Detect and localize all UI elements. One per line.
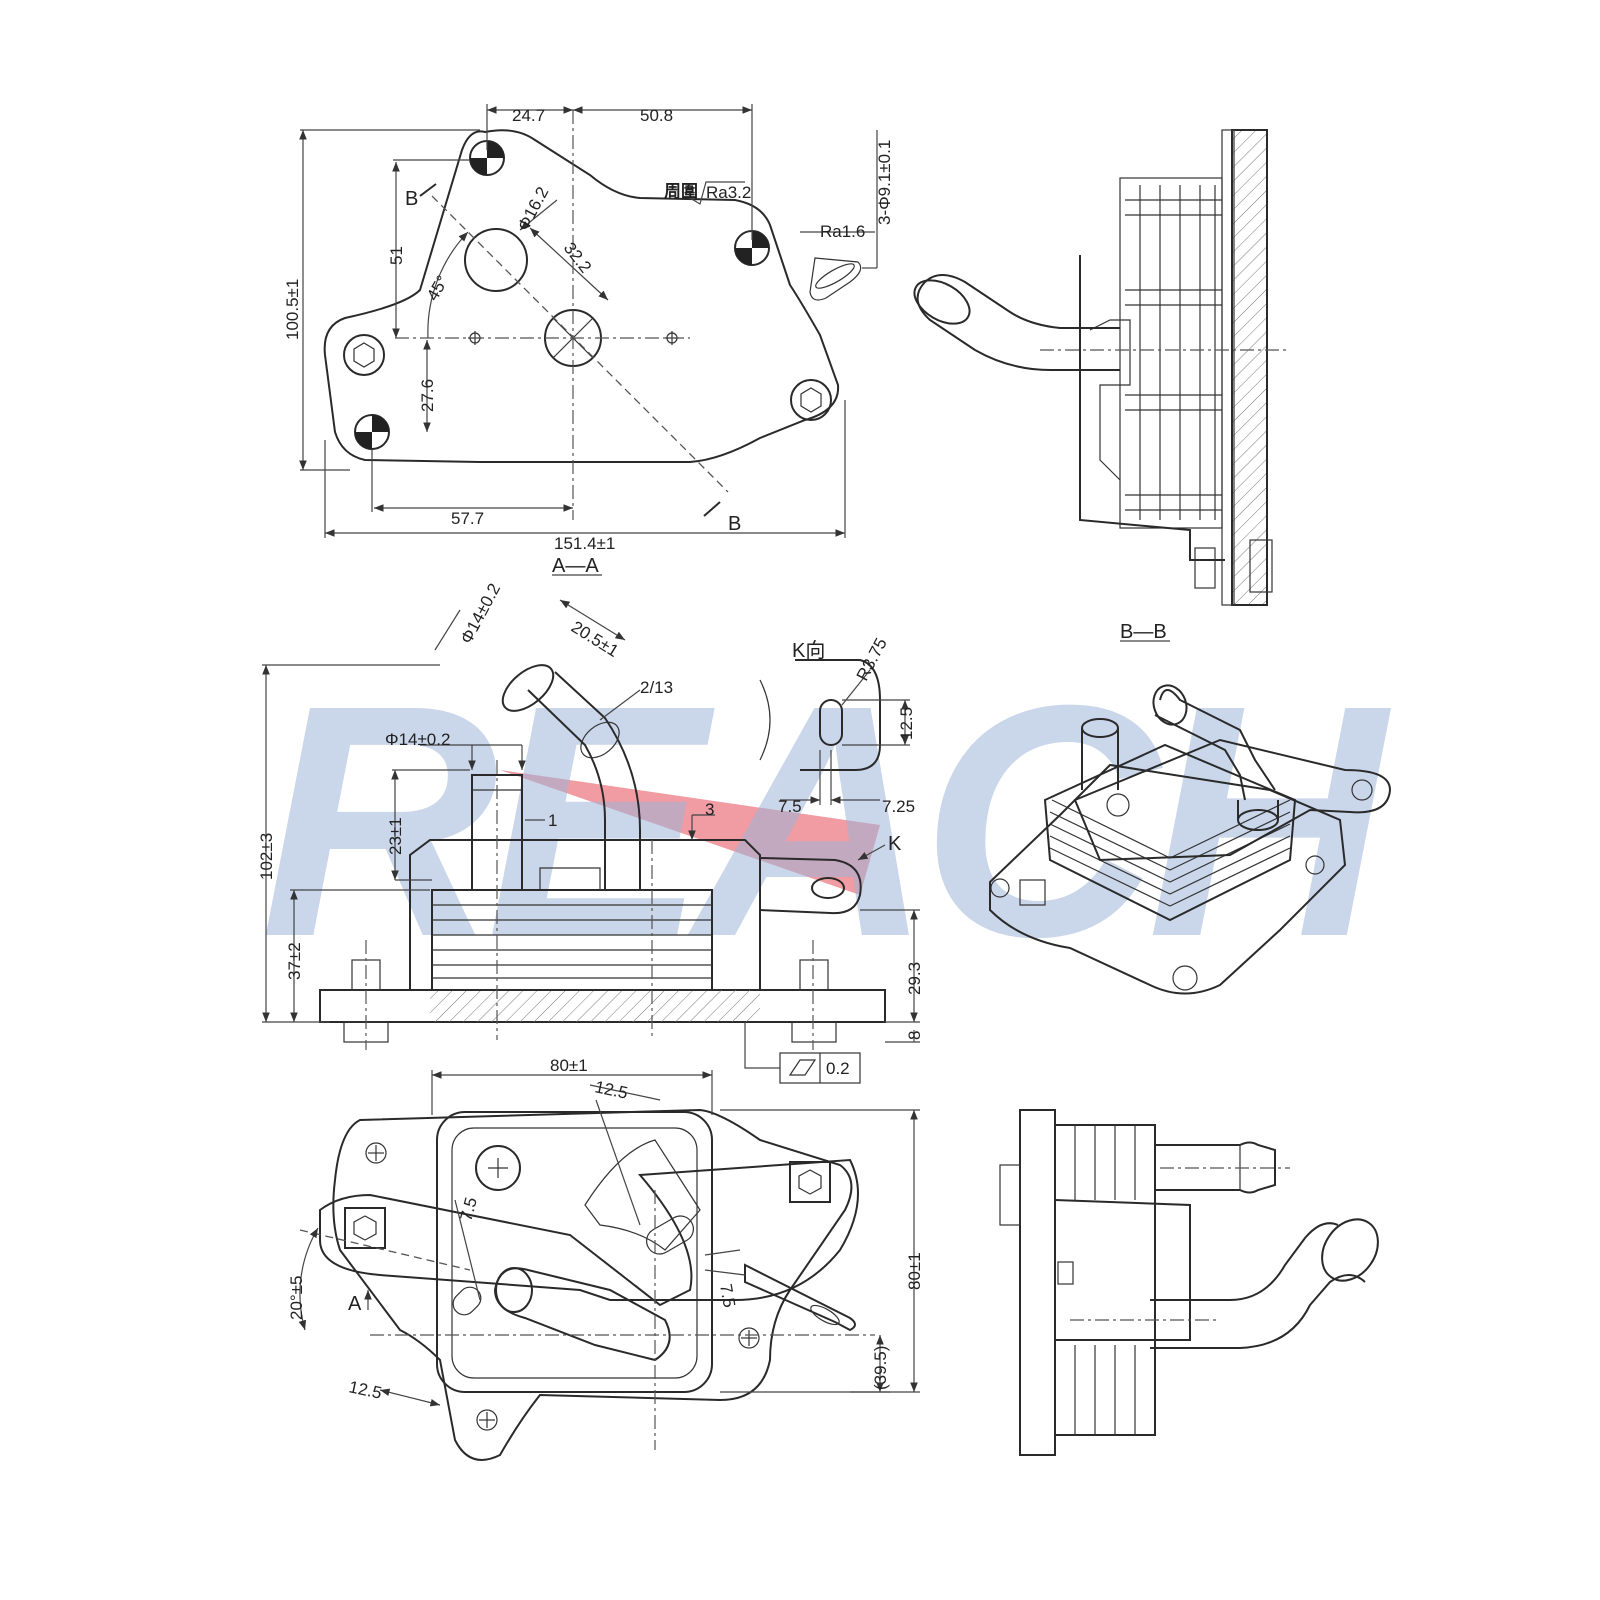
dim-27-6: 27.6 (418, 379, 437, 412)
side2-stack (1054, 1124, 1156, 1436)
bottom-core-outline (436, 1111, 713, 1393)
dim-32-2: 32.2 (560, 239, 595, 277)
side2-bent-tube (1150, 1222, 1366, 1349)
dim-57-7: 57.7 (451, 509, 484, 528)
side2-straight-port (1155, 1141, 1276, 1194)
front-bracket (409, 839, 761, 990)
surface-note-prefix: 周圍 (664, 182, 698, 201)
front-bracket-tab (759, 857, 862, 915)
dim-102: 102±3 (257, 833, 276, 880)
port-circle-upper (464, 228, 528, 292)
dim-51: 51 (387, 246, 406, 265)
flatness-icon (788, 1059, 817, 1076)
side-view-top-right (913, 129, 1290, 606)
dim-45-deg: 45° (423, 272, 452, 304)
surface-ra-3-2: Ra3.2 (706, 183, 751, 202)
dim-7-5-k: 7.5 (778, 797, 802, 816)
bottom-bracket-arm (319, 1158, 859, 1307)
top-view: 24.7 50.8 100.5±1 51 45° Φ16.2 32.2 27.6… (283, 104, 894, 553)
dim-12-5-top: 12.5 (593, 1077, 629, 1102)
dim-7-5-b: 7.5 (716, 1282, 739, 1309)
front-core-fins (432, 904, 712, 979)
hole-quadrant-marker (487, 141, 504, 158)
bolt-right (790, 379, 832, 421)
watermark: REACH (260, 636, 1407, 1005)
front-bolt-right (799, 959, 829, 991)
bottom-plate-outline (332, 1108, 853, 1461)
dim-12-5-k: 12.5 (897, 707, 916, 740)
top-view-tab (809, 257, 862, 301)
iso-base-plate (989, 763, 1347, 995)
iso-bracket (1073, 738, 1392, 862)
side-view-tube (916, 274, 1120, 371)
surface-ra-1-6: Ra1.6 (820, 222, 865, 241)
section-b-bottom: B (728, 513, 741, 535)
dim-80-height: 80±1 (905, 1252, 924, 1290)
k-view-label: K向 (792, 639, 825, 662)
front-cooler-core (431, 889, 713, 991)
dim-29-3: 29.3 (905, 962, 924, 995)
dim-23: 23±1 (386, 817, 405, 855)
dim-20-deg: 20°±5 (287, 1276, 306, 1321)
top-view-plate-outline (323, 129, 840, 463)
side-view-fins (1125, 185, 1222, 520)
top-view-tab-slot (815, 263, 855, 289)
k-marker: K (888, 833, 902, 855)
side-view-bottom-right (999, 1109, 1379, 1456)
section-label-a-a: A—A (552, 555, 599, 577)
iso-bent-pipe (1154, 689, 1276, 801)
side2-bracket (1054, 1199, 1191, 1341)
dim-phi-14-mid: Φ14±0.2 (385, 730, 450, 749)
k-view-slot (819, 699, 843, 746)
side-view-bracket (1079, 255, 1225, 561)
dim-1: 1 (548, 811, 557, 830)
iso-bolt (1019, 879, 1046, 906)
bottom-tab (744, 1263, 856, 1332)
dim-2-13: 2/13 (640, 678, 673, 697)
bottom-tube (493, 1267, 671, 1362)
bottom-bolt-left (344, 1207, 386, 1249)
dim-7-5-a: 7.5 (457, 1195, 481, 1223)
side2-base-plate (1019, 1109, 1056, 1456)
bottom-bolt-right (789, 1161, 831, 1203)
dim-37: 37±2 (285, 942, 304, 980)
dim-24-7: 24.7 (512, 106, 545, 125)
dim-3: 3 (705, 800, 714, 819)
bottom-port-circle (475, 1145, 521, 1191)
bottom-view: 80±1 12.5 7.5 7.5 20°±5 80±1 (39.5) 12.5… (287, 1056, 924, 1461)
dim-151-4: 151.4±1 (554, 534, 615, 553)
flatness-value: 0.2 (826, 1059, 850, 1078)
dim-8: 8 (905, 1031, 924, 1040)
dim-3-phi-9-1: 3-Φ9.1±0.1 (875, 140, 894, 225)
dim-100-5: 100.5±1 (283, 279, 302, 340)
section-b-top: B (405, 188, 418, 210)
side-view-base-plate (1231, 129, 1268, 606)
side2-fins (1074, 1125, 1136, 1435)
dim-50-8: 50.8 (640, 106, 673, 125)
watermark-text: REACH (260, 636, 1395, 1005)
side2-bolt (999, 1164, 1021, 1226)
dim-12-5-bottom: 12.5 (347, 1377, 383, 1402)
side-view-bolt (1194, 547, 1216, 589)
dim-39-5: (39.5) (871, 1346, 890, 1390)
dim-7-25-k: 7.25 (882, 797, 915, 816)
section-label-b-b: B—B (1120, 621, 1167, 643)
section-a-marker: A (348, 1293, 362, 1315)
dim-80-width: 80±1 (550, 1056, 588, 1075)
isometric-view (989, 684, 1392, 995)
side-view-stack (1119, 177, 1223, 529)
bolt-left (343, 334, 385, 376)
